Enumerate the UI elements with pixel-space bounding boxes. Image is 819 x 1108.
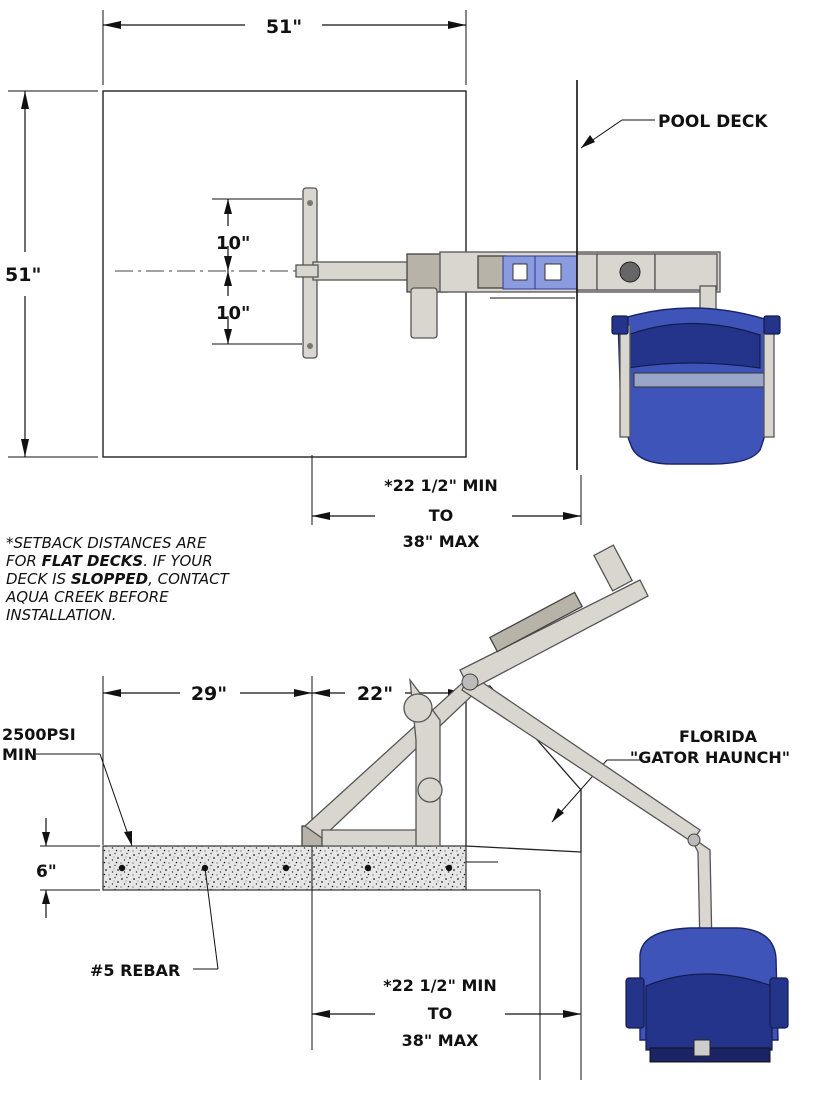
pad-depth-dimension: 51" (5, 90, 98, 458)
gator-haunch-callout: FLORIDA "GATOR HAUNCH" (551, 727, 790, 823)
side-setback-dimension: *22 1/2" MIN TO 38" MAX (312, 976, 581, 1050)
anchor-spacing-dimensions: 10" 10" (212, 198, 302, 345)
anchor-spacing-lower-label: 10" (216, 303, 250, 324)
rebar-label: #5 REBAR (90, 961, 180, 980)
side-view: 29" 22" 2500PSI MIN 6" (2, 544, 790, 1080)
lift-side-view (301, 544, 789, 1063)
setback-note: *SETBACK DISTANCES ARE FOR FLAT DECKS. I… (5, 534, 231, 624)
pool-deck-label: POOL DECK (658, 112, 768, 132)
side-setback-to-label: TO (428, 1004, 453, 1023)
rebar-callout: #5 REBAR (90, 867, 219, 980)
side-top-dimensions: 29" 22" (102, 676, 467, 845)
rebar-dots (118, 864, 453, 872)
slab-thickness-dimension: 6" (36, 818, 100, 918)
haunch-label-1: FLORIDA (679, 727, 758, 746)
top-setback-dimension: *22 1/2" MIN TO 38" MAX (311, 455, 582, 551)
note-line-4: AQUA CREEK BEFORE (5, 588, 169, 606)
anchor-spacing-upper-label: 10" (216, 233, 250, 254)
concrete-min-label: MIN (2, 745, 37, 764)
concrete-callout: 2500PSI MIN (2, 725, 133, 847)
pool-deck-callout: POOL DECK (580, 112, 768, 149)
slab-thickness-label: 6" (36, 862, 57, 882)
pad-depth-label: 51" (5, 264, 41, 286)
pad-width-dimension: 51" (102, 10, 467, 85)
top-setback-min-label: *22 1/2" MIN (384, 476, 497, 495)
note-line-1: *SETBACK DISTANCES ARE (6, 534, 207, 552)
side-dim-left-label: 29" (191, 683, 227, 705)
concrete-strength-label: 2500PSI (2, 725, 76, 744)
side-setback-max-label: 38" MAX (402, 1031, 479, 1050)
haunch-label-2: "GATOR HAUNCH" (630, 748, 790, 767)
top-setback-to-label: TO (429, 506, 454, 525)
top-setback-max-label: 38" MAX (403, 532, 480, 551)
lift-top-view (295, 187, 781, 465)
side-dim-right-label: 22" (357, 683, 393, 705)
note-line-5: INSTALLATION. (6, 606, 116, 624)
gator-haunch-profile (465, 686, 582, 853)
note-line-3: DECK IS SLOPPED, CONTACT (6, 570, 231, 588)
side-setback-min-label: *22 1/2" MIN (383, 976, 496, 995)
top-view: 51" 51" 10" 10" (5, 10, 781, 551)
note-line-2: FOR FLAT DECKS. IF YOUR (6, 552, 213, 570)
pad-width-label: 51" (266, 16, 302, 38)
